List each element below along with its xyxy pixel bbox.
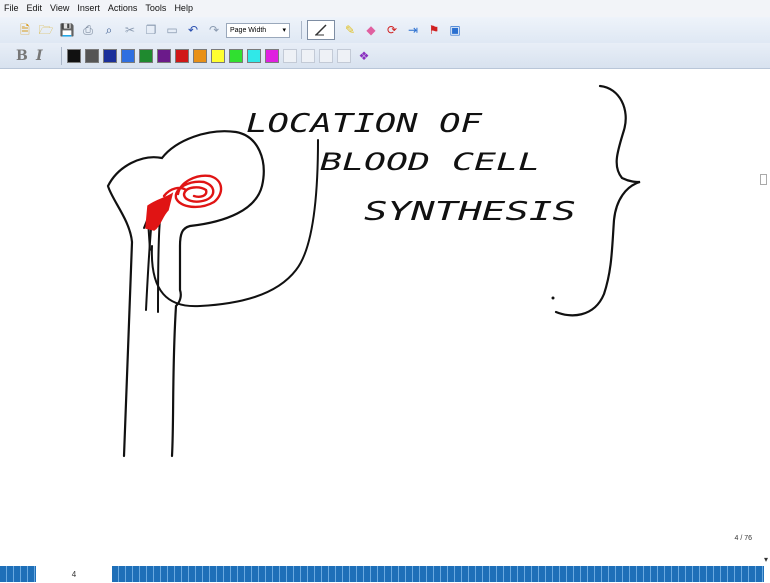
page-edge-marker [760,174,767,185]
menu-file[interactable]: File [0,0,23,17]
page-tab-strip[interactable] [0,566,36,582]
color-swatch-navy[interactable] [103,49,117,63]
save-icon[interactable]: 💾 [58,21,76,39]
color-swatch-green[interactable] [139,49,153,63]
undo-icon[interactable]: ↶ [184,21,202,39]
new-page-icon[interactable]: 🗎 [16,21,34,39]
color-swatch-blue[interactable] [121,49,135,63]
color-swatch-orange[interactable] [193,49,207,63]
find-icon[interactable]: ⌕ [100,21,118,39]
ink-dot [552,297,555,300]
color-swatch-magenta[interactable] [265,49,279,63]
handwriting-layer: LOCATION OF BLOOD CELL SYNTHESIS [0,70,770,564]
drawing-canvas[interactable]: LOCATION OF BLOOD CELL SYNTHESIS 4 / 76 [0,70,770,564]
menu-help[interactable]: Help [170,0,197,17]
color-swatch-empty[interactable] [337,49,351,63]
copy-icon[interactable]: ❐ [142,21,160,39]
color-swatch-empty[interactable] [319,49,333,63]
italic-button[interactable]: I [36,48,52,64]
flag-icon[interactable]: ⚑ [425,21,443,39]
menu-bar: File Edit View Insert Actions Tools Help [0,0,770,17]
cut-icon[interactable]: ✂ [121,21,139,39]
color-swatch-red[interactable] [175,49,189,63]
insert-space-icon[interactable]: ⇥ [404,21,422,39]
chevron-down-icon: ▾ [282,26,286,34]
color-swatch-black[interactable] [67,49,81,63]
print-icon[interactable]: ⎙ [79,21,97,39]
menu-actions[interactable]: Actions [104,0,142,17]
color-swatch-gray[interactable] [85,49,99,63]
large-curve-stroke [152,140,318,306]
color-swatch-lime[interactable] [229,49,243,63]
zoom-select[interactable]: Page Width ▾ [226,23,290,38]
page-tab-strip[interactable] [112,566,764,582]
select-icon[interactable]: ▣ [446,21,464,39]
lasso-icon[interactable]: ⟳ [383,21,401,39]
bone-inner-line-stroke [158,220,160,312]
page-indicator: 4 / 76 [734,535,752,542]
menu-view[interactable]: View [46,0,73,17]
format-toolbar: B I ❖ [0,43,770,69]
zoom-select-value: Page Width [230,27,266,34]
handwriting-line-2: BLOOD CELL [320,148,540,176]
highlighter-icon[interactable]: ✎ [341,21,359,39]
color-swatch-empty[interactable] [283,49,297,63]
menu-insert[interactable]: Insert [73,0,104,17]
current-page-number: 4 [36,570,112,579]
color-swatch-purple[interactable] [157,49,171,63]
pen-icon[interactable] [307,20,335,40]
color-swatch-cyan[interactable] [247,49,261,63]
handwriting-line-1: LOCATION OF [246,109,484,139]
scroll-down-icon[interactable]: ▾ [764,555,768,564]
handwriting-line-3: SYNTHESIS [364,197,576,227]
color-swatch-empty[interactable] [301,49,315,63]
bone-outline-stroke [108,131,264,456]
main-toolbar: 🗎 🗁 💾 ⎙ ⌕ ✂ ❐ ▭ ↶ ↷ Page Width ▾ ✎ ◆ ⟳ ⇥… [0,17,770,43]
open-icon[interactable]: 🗁 [37,21,55,39]
bold-button[interactable]: B [16,48,32,64]
paste-icon[interactable]: ▭ [163,21,181,39]
color-picker-icon[interactable]: ❖ [355,47,373,65]
eraser-icon[interactable]: ◆ [362,21,380,39]
menu-tools[interactable]: Tools [141,0,170,17]
red-marrow-fill [146,194,172,230]
red-marrow-scribble [176,176,221,207]
toolbar-divider [61,47,62,65]
page-tab-bar: 4 [0,565,770,583]
toolbar-divider [301,21,302,39]
color-swatch-yellow[interactable] [211,49,225,63]
redo-icon[interactable]: ↷ [205,21,223,39]
menu-edit[interactable]: Edit [23,0,47,17]
